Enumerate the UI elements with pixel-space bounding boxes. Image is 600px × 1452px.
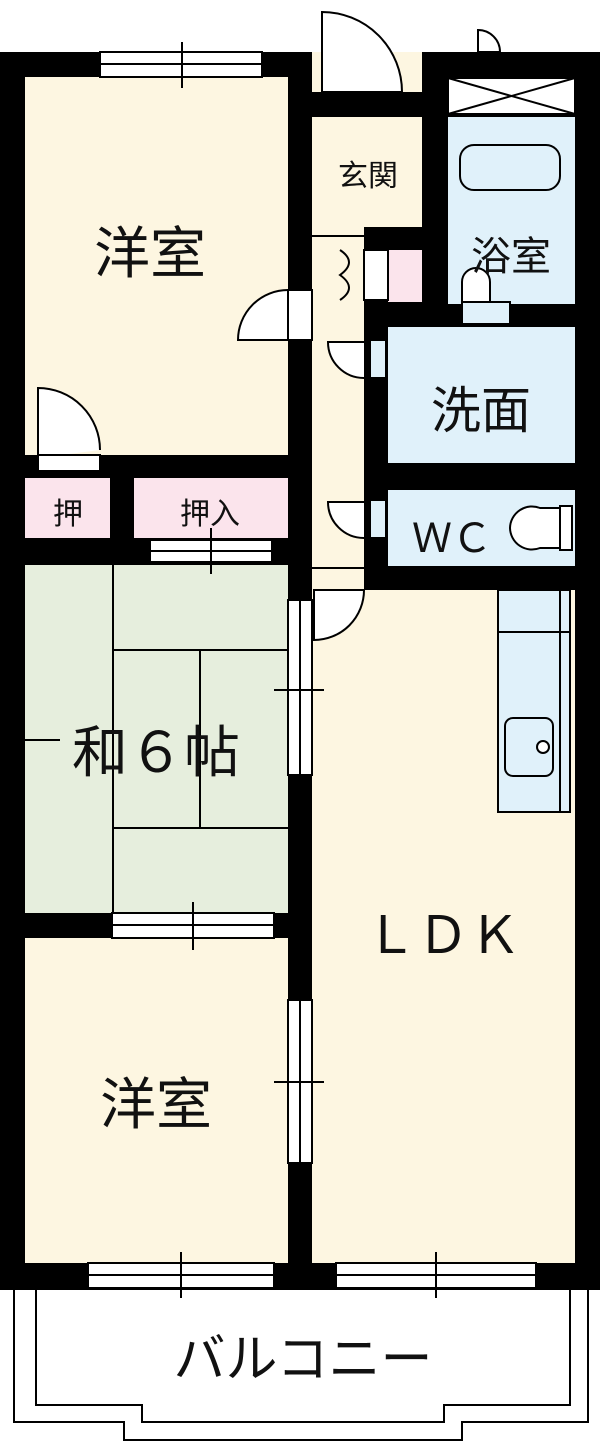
closet-entrance-door xyxy=(338,249,389,301)
room-label-japanese: 和６帖 xyxy=(72,721,240,786)
closet-sliding-door xyxy=(149,528,273,574)
western-room-top-floor xyxy=(25,77,288,455)
window-top-room xyxy=(99,42,263,88)
bottom-room-sliding-door xyxy=(274,999,324,1164)
balcony-window-right xyxy=(335,1252,537,1298)
bathroom-door xyxy=(461,267,511,325)
bathroom-window xyxy=(447,28,576,115)
washroom-floor xyxy=(388,327,575,463)
room-label-closet-small: 押 xyxy=(53,497,83,532)
room-label-wc: ＷＣ xyxy=(412,516,492,562)
room-label-western-bottom: 洋室 xyxy=(100,1073,212,1138)
closet-entrance-floor xyxy=(388,250,422,302)
kitchen-counter xyxy=(497,589,571,813)
room-label-western-top: 洋室 xyxy=(94,222,206,287)
tatami-lines xyxy=(25,565,288,913)
door-to-top-room xyxy=(236,289,313,341)
balcony-window-left xyxy=(87,1252,275,1298)
entrance-floor xyxy=(312,117,422,227)
entrance-door xyxy=(321,10,404,93)
western-room-bottom-floor xyxy=(25,938,288,1263)
room-label-balcony: バルコニー xyxy=(174,1330,433,1390)
closet-small-floor xyxy=(25,478,110,538)
room-label-entrance: 玄関 xyxy=(338,159,398,194)
door-to-ldk xyxy=(313,589,366,642)
room-label-closet: 押入 xyxy=(180,497,240,532)
room-label-ldk: ＬＤＫ xyxy=(365,906,521,966)
japanese-room-sliding-door xyxy=(274,599,324,776)
toilet xyxy=(508,505,573,551)
wc-door xyxy=(326,499,387,539)
bathtub xyxy=(459,144,561,191)
japanese-room-bottom-door xyxy=(111,902,275,950)
washroom-door xyxy=(326,339,387,379)
room-label-washroom: 洗面 xyxy=(431,382,531,440)
japanese-room-floor xyxy=(25,565,288,913)
top-room-closet-door xyxy=(37,386,101,472)
balcony-outline xyxy=(13,1290,589,1441)
room-label-bathroom: 浴室 xyxy=(471,234,551,280)
